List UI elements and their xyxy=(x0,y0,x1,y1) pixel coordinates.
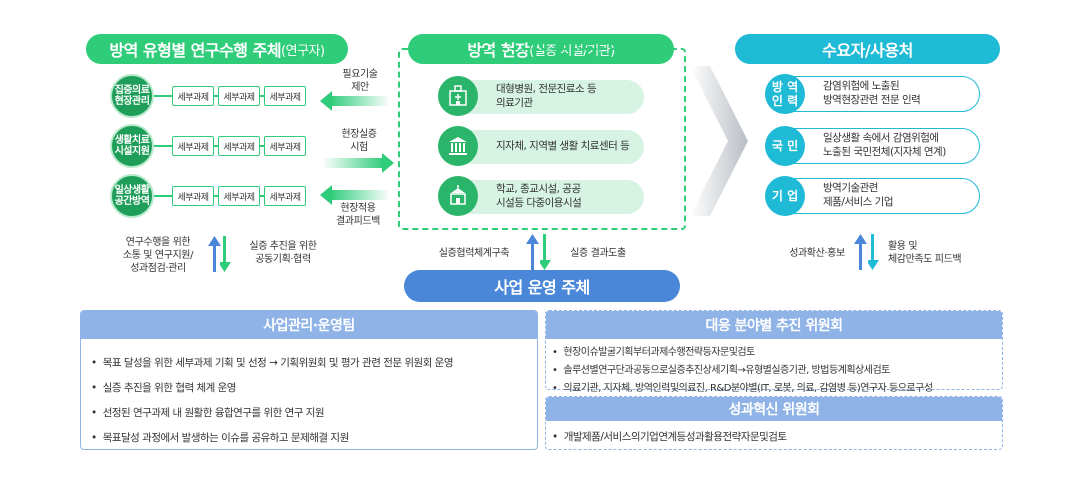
task-box: 세부과제 xyxy=(172,136,214,156)
tech-proposal-label: 필요기술 제안 xyxy=(342,69,378,93)
management-list: 목표 달성을 위한 세부과제 기획 및 선정 → 기획위원회 및 평가 관련 전… xyxy=(91,355,454,445)
list-item: 솔루션별연구단과공동으로실증추진상세기획→유형별실증기관, 방법등계획상세검토 xyxy=(552,361,933,376)
school-icon xyxy=(438,176,478,216)
user-text: 방역기술관련 제품/서비스 기업 xyxy=(823,182,894,208)
up-arrow-icon xyxy=(854,234,867,270)
research-row-3: 일상생활 공간방역 세부과제 세부과제 세부과제 xyxy=(110,174,350,218)
tech-proposal-arrow xyxy=(320,91,390,111)
list-item: 실증 추진을 위한 협력 체계 운영 xyxy=(91,380,453,395)
user-text: 감염위험에 노출된 방역현장관련 전문 인력 xyxy=(823,80,921,106)
left-up-label: 연구수행을 위한 소통 및 연구지원/ 성과점검·관리 xyxy=(122,237,194,274)
user-type-badge: 국 민 xyxy=(765,126,805,166)
task-box: 세부과제 xyxy=(264,86,306,106)
right-left-label: 성과확산·홍보 xyxy=(789,248,845,259)
list-item: 목표달성 과정에서 발생하는 이슈를 공유하고 문제해결 지원 xyxy=(91,430,453,445)
user-bar xyxy=(785,128,980,164)
committee-list: 현장이슈발굴기획부터과제수행전략등자문및검토 솔루션별연구단과공동으로실증추진상… xyxy=(552,343,933,394)
user-title-text: 수요자/사용처 xyxy=(822,41,913,60)
down-arrow-icon xyxy=(868,234,879,270)
right-right-label: 활용 및 체감만족도 피드백 xyxy=(888,241,962,265)
list-item: 의료기관, 지자체, 방역인력및의료진, R&D분야별(IT, 로봇, 의료, … xyxy=(552,379,933,394)
down-arrow-icon xyxy=(220,236,231,272)
operator-title: 사업 운영 주체 xyxy=(404,270,680,302)
up-arrow-icon xyxy=(526,234,539,270)
research-type-badge: 집중의료 현장관리 xyxy=(110,74,154,118)
flow-chevron-icon xyxy=(690,66,748,216)
researcher-title: 방역 유형별 연구수행 주체(연구자) xyxy=(86,34,348,64)
site-bar xyxy=(458,180,644,214)
feedback-label: 현장적용 결과피드백 xyxy=(335,203,380,227)
site-local-gov: 지자체, 지역별 생활 치료센터 등 xyxy=(438,126,644,166)
task-box: 세부과제 xyxy=(264,136,306,156)
operator-title-text: 사업 운영 주체 xyxy=(494,278,590,297)
task-box: 세부과제 xyxy=(172,86,214,106)
task-box: 세부과제 xyxy=(218,86,260,106)
down-arrow-icon xyxy=(540,234,551,270)
user-bar xyxy=(785,178,980,214)
site-bar xyxy=(458,130,644,164)
user-bar xyxy=(785,76,980,112)
site-public: 학교, 종교시설, 공공 시설등 다중이용시설 xyxy=(438,176,644,216)
list-item: 목표 달성을 위한 세부과제 기획 및 선정 → 기획위원회 및 평가 관련 전… xyxy=(91,355,454,370)
site-bar xyxy=(458,80,644,114)
site-text: 지자체, 지역별 생활 치료센터 등 xyxy=(496,140,630,153)
user-type-badge: 기 업 xyxy=(765,176,805,216)
research-row-1: 집중의료 현장관리 세부과제 세부과제 세부과제 xyxy=(110,74,350,118)
research-type-badge: 일상생활 공간방역 xyxy=(110,174,154,218)
research-type-badge: 생활치료 시설지원 xyxy=(110,124,154,168)
committee-panel: 대응 분야별 추진 위원회 현장이슈발굴기획부터과제수행전략등자문및검토 솔루션… xyxy=(545,310,1003,394)
field-site-title-sub: (실증 시설/기관) xyxy=(529,43,615,59)
user-type-badge: 방 역 인 력 xyxy=(765,74,805,114)
center-left-label: 실증협력체계구축 xyxy=(438,248,510,259)
user-title: 수요자/사용처 xyxy=(735,34,1000,64)
task-box: 세부과제 xyxy=(218,186,260,206)
management-panel: 사업관리·운영팀 목표 달성을 위한 세부과제 기획 및 선정 → 기획위원회 … xyxy=(80,310,538,450)
field-site-title-text: 방역 현장 xyxy=(467,41,530,60)
list-item: 현장이슈발굴기획부터과제수행전략등자문및검토 xyxy=(552,343,933,358)
center-right-label: 실증 결과도출 xyxy=(570,248,626,259)
management-panel-title: 사업관리·운영팀 xyxy=(81,311,537,339)
task-box: 세부과제 xyxy=(218,136,260,156)
researcher-title-sub: (연구자) xyxy=(281,43,325,59)
innovation-panel-title: 성과혁신 위원회 xyxy=(546,397,1002,421)
user-citizens: 국 민 일상생활 속에서 감염위험에 노출된 국민전체(지자체 연계) xyxy=(765,126,980,166)
researcher-title-text: 방역 유형별 연구수행 주체 xyxy=(109,41,282,60)
user-quarantine-staff: 방 역 인 력 감염위험에 노출된 방역현장관련 전문 인력 xyxy=(765,74,980,114)
innovation-panel: 성과혁신 위원회 개발제품/서비스의기업연계등성과활용전략자문및검토 xyxy=(545,396,1003,450)
field-test-arrow xyxy=(322,153,394,173)
site-medical: 대형병원, 전문진료소 등 의료기관 xyxy=(438,76,644,116)
list-item: 선정된 연구과제 내 원활한 융합연구를 위한 연구 지원 xyxy=(91,405,453,420)
committee-panel-title: 대응 분야별 추진 위원회 xyxy=(546,311,1002,339)
left-down-label: 실증 추진을 위한 공동기획·협력 xyxy=(249,241,317,265)
innovation-list: 개발제품/서비스의기업연계등성과활용전략자문및검토 xyxy=(552,429,787,444)
task-box: 세부과제 xyxy=(172,186,214,206)
site-text: 대형병원, 전문진료소 등 의료기관 xyxy=(496,83,597,109)
up-arrow-icon xyxy=(208,236,221,272)
research-row-2: 생활치료 시설지원 세부과제 세부과제 세부과제 xyxy=(110,124,350,168)
task-box: 세부과제 xyxy=(264,186,306,206)
field-site-box xyxy=(398,48,686,230)
city-hall-icon xyxy=(438,126,478,166)
site-text: 학교, 종교시설, 공공 시설등 다중이용시설 xyxy=(496,183,582,209)
hospital-icon xyxy=(438,76,478,116)
field-test-label: 현장실증 시험 xyxy=(341,129,377,153)
list-item: 개발제품/서비스의기업연계등성과활용전략자문및검토 xyxy=(552,429,787,444)
user-text: 일상생활 속에서 감염위험에 노출된 국민전체(지자체 연계) xyxy=(823,132,946,158)
user-companies: 기 업 방역기술관련 제품/서비스 기업 xyxy=(765,176,980,216)
feedback-arrow xyxy=(320,185,390,205)
